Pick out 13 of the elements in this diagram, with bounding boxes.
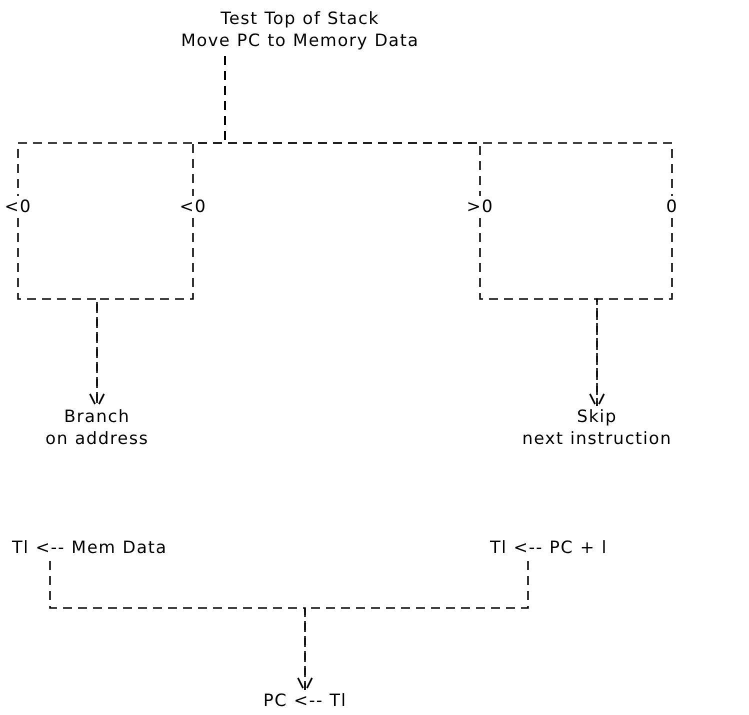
step-text: Skip [576,407,618,427]
step-text: <0 [4,197,32,217]
step-text: PC <-- Tl [263,691,347,711]
step-text: <0 [179,197,207,217]
step-text: Tl <-- Mem Data [12,538,168,558]
step-text: >0 [466,197,494,217]
step-text: 0 [666,197,678,217]
step-text: Tl <-- PC + l [490,538,608,558]
step-text: Move PC to Memory Data [180,31,420,51]
step-text: next instruction [522,429,672,449]
step-text: Branch [64,407,130,427]
step-text: Test Top of Stack [220,9,380,29]
step-text: on address [45,429,149,449]
